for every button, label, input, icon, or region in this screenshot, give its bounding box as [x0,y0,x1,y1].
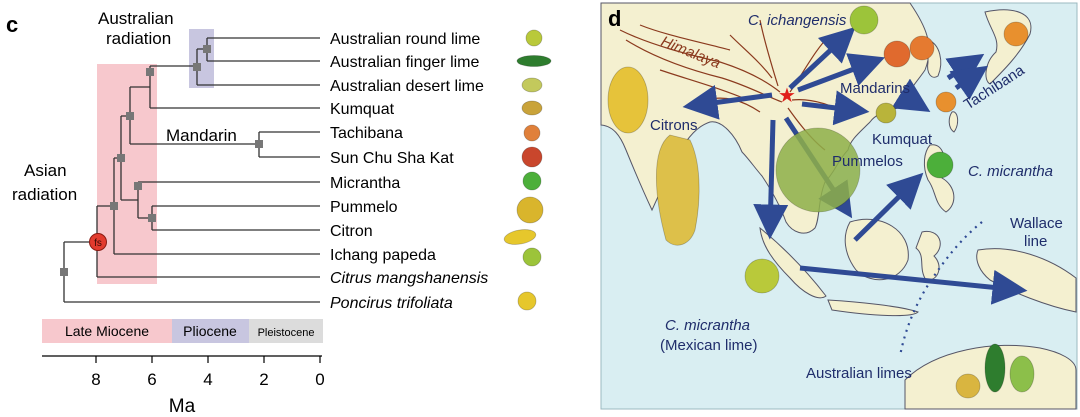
australian-finger-lime-fruit-icon [516,55,552,67]
pummelo-fruit-icon [516,196,544,224]
panel-c: c Australian radiation Asian radiation M… [6,9,552,417]
arrow-to-australian-limes [799,265,1028,305]
panel-d: ★ d Himalaya C. ichangensis Mandarins Ta… [600,2,1078,410]
taxon-australian-desert-lime: Australian desert lime [330,78,484,95]
micrantha-map-label: C. micrantha [968,163,1053,180]
wallace-line-label: Wallace line [1010,215,1067,250]
micrantha-bottom-label: C. micrantha [665,317,750,334]
sumatra [759,226,827,299]
mexican-lime-fruit-icon [744,258,780,294]
epoch-pleistocene [249,319,323,343]
taxon-sun-chu-sha-kat: Sun Chu Sha Kat [330,150,454,167]
arrow-to-kumquat [801,90,870,126]
tick-label: 8 [91,370,100,389]
fossil-node-marker [89,233,107,251]
panel-c-label: c [6,12,18,37]
kumquat-map-fruit-icon [875,102,897,124]
citron-map-fruit-icon [607,66,649,134]
australian-radiation-label: Australian radiation [98,9,178,48]
taxon-kumquat: Kumquat [330,101,395,118]
buddhas-hand-fruit-icon [656,134,700,246]
sun-chu-sha-kat-fruit-icon [521,146,543,168]
ichang-papeda-fruit-icon [522,247,542,267]
taxon-ichang-papeda: Ichang papeda [330,247,436,264]
arrow-japan-2 [949,65,989,101]
taxon-labels: Australian round lime Australian finger … [330,31,488,312]
wallace-line [898,221,983,357]
mandarin-fruit-icon [883,40,911,68]
taxon-citrus-mangshanensis: Citrus mangshanensis [330,270,488,287]
tick-label: 0 [315,370,324,389]
taiwan [948,111,959,133]
arrow-to-citrons [682,84,773,120]
australian-finger-lime-map-icon [984,343,1006,393]
epoch-late-miocene-label: Late Miocene [65,323,149,339]
origin-star-icon: ★ [778,85,796,107]
poncirus-trifoliata-fruit-icon [517,291,537,311]
australian-radiation-band [189,29,214,88]
time-axis-ticks: 8 6 4 2 0 [91,370,324,389]
epoch-late-miocene [42,319,172,343]
fossil-node-label: fs [94,238,102,249]
fruit-icons [503,29,552,311]
mexican-lime-label: (Mexican lime) [660,337,758,354]
arrow-to-ichangensis [788,26,856,90]
taxon-tachibana: Tachibana [330,125,403,142]
taxon-micrantha: Micrantha [330,175,400,192]
sulawesi [915,230,941,281]
taxon-poncirus-trifoliata: Poncirus trifoliata [330,295,453,312]
australian-desert-lime-fruit-icon [521,77,543,93]
epoch-pliocene-label: Pliocene [183,323,237,339]
node-markers [60,45,263,276]
pummelos-label: Pummelos [832,153,903,170]
australian-round-lime-map-icon [955,373,981,399]
citron-fruit-icon [503,229,537,245]
micrantha-fruit-icon [522,171,542,191]
panel-d-label: d [608,6,621,31]
australian-desert-lime-map-icon [1009,355,1035,393]
tachibana-map-fruit-icon [935,91,957,113]
kumquat-map-label: Kumquat [872,131,933,148]
tick-label: 6 [147,370,156,389]
taxon-australian-finger-lime: Australian finger lime [330,54,480,71]
tick-label: 2 [259,370,268,389]
epoch-pleistocene-label: Pleistocene [258,327,315,339]
micrantha-map-fruit-icon [926,151,954,179]
epoch-pliocene [172,319,249,343]
japan-fruit-icon [1003,21,1029,47]
kumquat-fruit-icon [521,100,543,116]
mandarin-fruit-icon-2 [909,35,935,61]
tick-label: 4 [203,370,212,389]
citrons-label: Citrons [650,117,698,134]
ichangensis-fruit-icon [849,5,879,35]
asian-radiation-label: Asian radiation [12,161,77,204]
mandarin-label: Mandarin [166,126,237,145]
java [827,299,919,317]
arrow-south-long [753,119,789,240]
tachibana-fruit-icon [523,124,541,142]
taxon-australian-round-lime: Australian round lime [330,31,480,48]
mandarins-label: Mandarins [840,80,910,97]
australian-limes-label: Australian limes [806,365,912,382]
asian-radiation-band [97,64,157,284]
time-axis [42,355,322,363]
taxon-citron: Citron [330,223,373,240]
taxon-pummelo: Pummelo [330,199,398,216]
pummelo-map-fruit-icon [775,127,861,213]
australian-round-lime-fruit-icon [525,29,543,47]
arrow-tachibana [891,78,931,112]
arrow-to-micrantha [853,172,924,242]
ichangensis-label: C. ichangensis [748,12,847,29]
map-fruit-icons [607,5,1035,399]
arrow-to-mandarins [797,53,886,93]
time-axis-label: Ma [169,396,196,417]
